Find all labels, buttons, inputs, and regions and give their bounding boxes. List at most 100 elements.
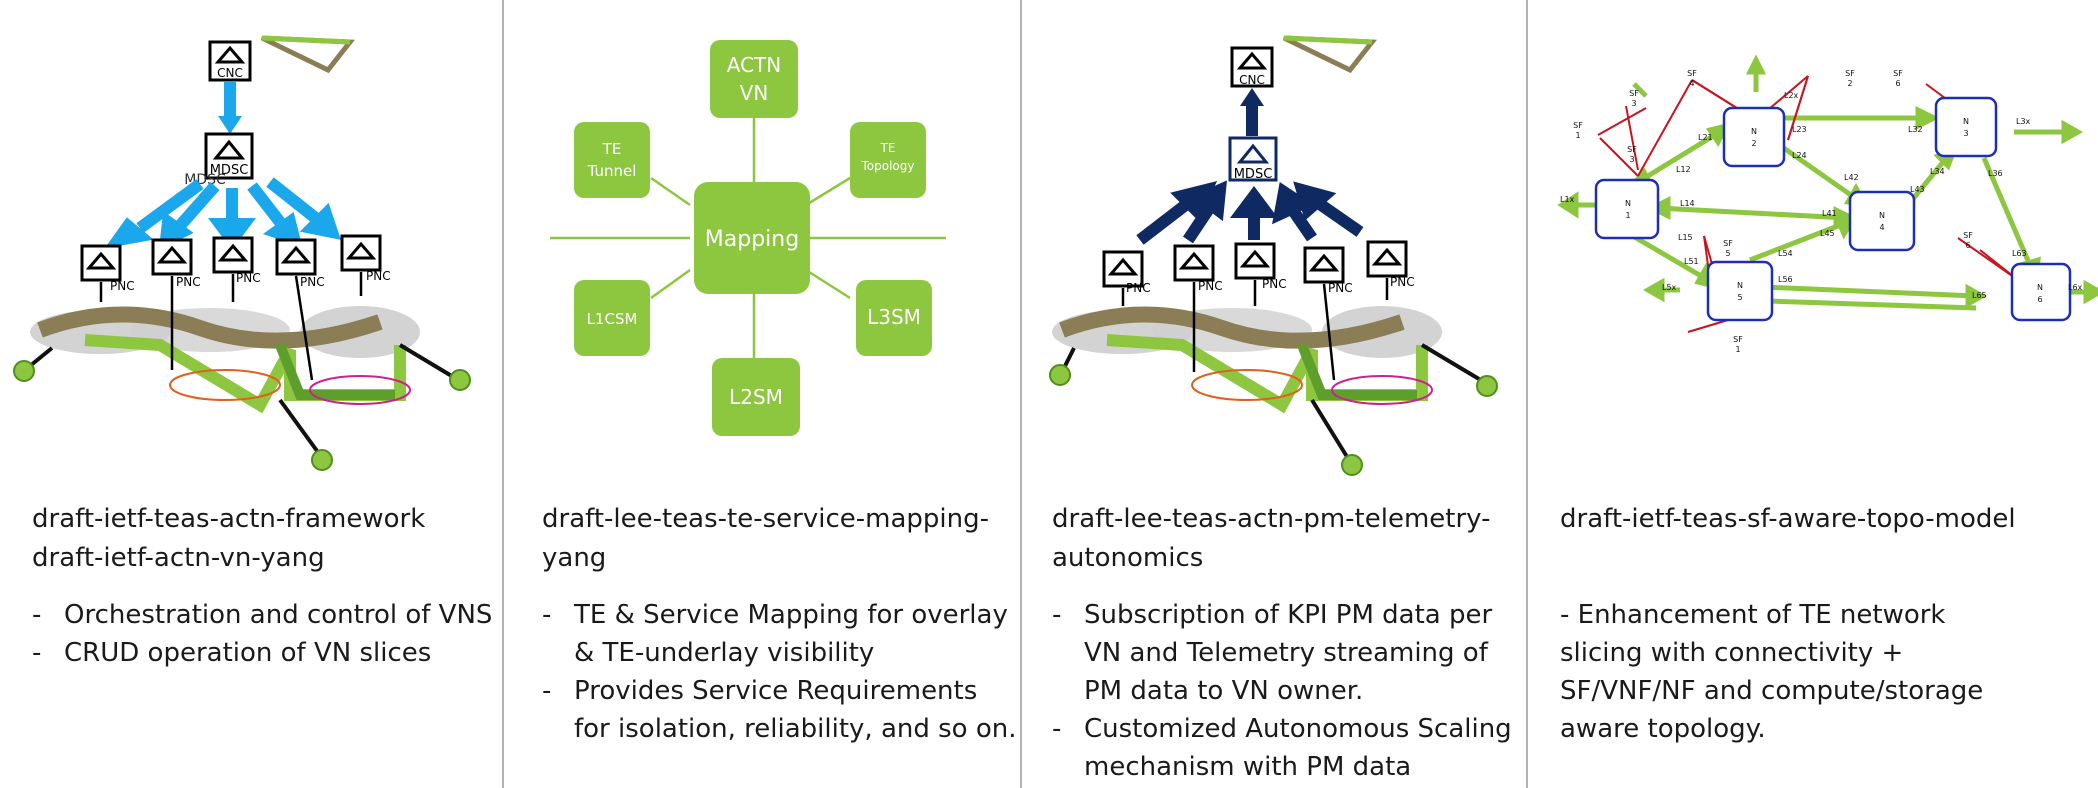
svg-text:L23: L23 [1792, 125, 1807, 134]
te-topology-label-1: TE [880, 141, 896, 155]
pnc-label-5: PNC [366, 269, 391, 283]
svg-text:L1x: L1x [1560, 195, 1575, 204]
svg-text:1: 1 [1575, 131, 1580, 140]
n-nodes [1594, 96, 2072, 322]
pnc-label-2: PNC [176, 275, 201, 289]
pnc-controllers: PNC PNC PNC PNC PNC [80, 234, 391, 381]
svg-text:4: 4 [1879, 223, 1884, 232]
te-tunnel-label-2: Tunnel [587, 162, 637, 180]
red-arrows [1597, 75, 2019, 333]
mdsc-label: MDSC [1234, 167, 1273, 182]
svg-text:L15: L15 [1678, 233, 1693, 242]
svg-text:L24: L24 [1792, 151, 1807, 160]
te-tunnel-label-1: TE [602, 140, 622, 158]
svg-text:SF: SF [1629, 89, 1639, 98]
panel-actn-framework: CNC MDSC MDSC PNC PNC PNC [0, 0, 500, 788]
svg-text:SF: SF [1627, 145, 1637, 154]
network-cloud [1049, 306, 1498, 476]
svg-text:L5x: L5x [1662, 283, 1677, 292]
svg-text:N: N [1963, 117, 1969, 126]
svg-text:6: 6 [1895, 79, 1900, 88]
cnc-controller-icon: CNC [1230, 46, 1274, 88]
navy-arrows [1136, 180, 1364, 245]
panel-divider-2 [1020, 0, 1022, 788]
svg-text:SF: SF [1573, 121, 1583, 130]
actn-vn-label-2: VN [740, 81, 769, 105]
panel-service-mapping: Mapping ACTN VN TE Tunnel TE Topology L1… [504, 0, 1020, 788]
pnc-label-3: PNC [236, 271, 261, 285]
svg-text:3: 3 [1631, 99, 1636, 108]
mdsc-label: MDSC [210, 163, 249, 178]
bullet-item: -Subscription of KPI PM data per VN and … [1052, 600, 1493, 706]
svg-text:5: 5 [1737, 293, 1742, 302]
cnc-controller-icon: CNC [208, 40, 252, 82]
mdsc-controller-icon: MDSC [1228, 136, 1278, 182]
actn-vn-label-1: ACTN [727, 53, 781, 77]
svg-text:L41: L41 [1822, 209, 1837, 218]
l3sm-label: L3SM [867, 305, 921, 329]
panel-3-bullets: -Subscription of KPI PM data per VN and … [1052, 596, 1522, 786]
svg-text:1: 1 [1625, 211, 1630, 220]
pnc-label-4: PNC [1328, 281, 1353, 295]
svg-text:2: 2 [1847, 79, 1852, 88]
bullet-item: -Customized Autonomous Scaling mechanism… [1052, 714, 1512, 782]
bullet-item: -Provides Service Requirements for isola… [542, 676, 1017, 744]
bullet-item: -CRUD operation of VN slices [32, 638, 432, 668]
svg-text:L43: L43 [1910, 185, 1925, 194]
pnc-label-3: PNC [1262, 277, 1287, 291]
panel-2-bullets: -TE & Service Mapping for overlay & TE-u… [542, 596, 1020, 748]
svg-text:SF: SF [1963, 231, 1973, 240]
panel-4-description: - Enhancement of TE network slicing with… [1560, 600, 1984, 744]
n-node-labels: N1 N2 N3 N4 N5 N6 [1625, 117, 2043, 304]
actn-hierarchy-diagram: CNC MDSC MDSC PNC PNC PNC [13, 35, 471, 471]
svg-text:L14: L14 [1680, 199, 1695, 208]
svg-text:L54: L54 [1778, 249, 1793, 258]
bullet-item: -TE & Service Mapping for overlay & TE-u… [542, 600, 1008, 668]
svg-text:4: 4 [1689, 79, 1694, 88]
svg-text:2: 2 [1751, 139, 1756, 148]
svg-text:L32: L32 [1908, 125, 1923, 134]
svg-text:6: 6 [2037, 295, 2042, 304]
svg-text:L21: L21 [1698, 133, 1713, 142]
pnc-label-2: PNC [1198, 279, 1223, 293]
svg-text:3: 3 [1629, 155, 1634, 164]
network-cloud [13, 306, 471, 471]
panel-3-caption: draft-lee-teas-actn-pm-telemetry- autono… [1052, 504, 1491, 573]
svg-text:L3x: L3x [2016, 117, 2031, 126]
svg-text:L2x: L2x [1784, 91, 1799, 100]
svg-text:L12: L12 [1676, 165, 1691, 174]
l2sm-label: L2SM [729, 385, 783, 409]
cnc-label: CNC [217, 66, 243, 80]
mapping-labels: Mapping ACTN VN TE Tunnel TE Topology L1… [587, 53, 921, 409]
svg-text:N: N [1625, 199, 1631, 208]
svg-text:L34: L34 [1930, 167, 1945, 176]
panel-divider-1 [502, 0, 504, 788]
mapping-connectors [550, 118, 946, 362]
sf-aware-topology-diagram: N1 N2 N3 N4 N5 N6 SF1 SF3 SF4 SF2 SF6 SF… [1557, 54, 2098, 354]
svg-text:N: N [1751, 127, 1757, 136]
svg-text:1: 1 [1735, 345, 1740, 354]
te-topology-label-2: Topology [861, 159, 915, 173]
panel-pm-telemetry: CNC MDSC PNC PNC PNC PNC PNC [1022, 0, 1526, 788]
l1csm-label: L1CSM [587, 310, 638, 328]
svg-text:L36: L36 [1988, 169, 2003, 178]
bullet-item: -Orchestration and control of VNS [32, 600, 493, 630]
svg-text:L6x: L6x [2068, 283, 2083, 292]
panel-1-caption: draft-ietf-teas-actn-framework draft-iet… [32, 504, 426, 573]
panel-divider-3 [1526, 0, 1528, 788]
pnc-label-1: PNC [110, 279, 135, 293]
svg-text:SF: SF [1733, 335, 1743, 344]
svg-text:N: N [2037, 283, 2043, 292]
panel-2-caption: draft-lee-teas-te-service-mapping- yang [542, 504, 989, 573]
panel-4-caption: draft-ietf-teas-sf-aware-topo-model [1560, 504, 2016, 534]
cnc-label: CNC [1239, 73, 1265, 87]
mdsc-controller-icon: MDSC MDSC [184, 132, 254, 188]
svg-text:SF: SF [1845, 69, 1855, 78]
sf-labels: SF1 SF3 SF4 SF2 SF6 SF5 SF1 SF6 SF3 [1573, 69, 1973, 354]
pm-telemetry-diagram: CNC MDSC PNC PNC PNC PNC PNC [1049, 35, 1498, 476]
svg-text:SF: SF [1893, 69, 1903, 78]
mapping-center-label: Mapping [705, 227, 799, 252]
svg-text:L63: L63 [2012, 249, 2027, 258]
